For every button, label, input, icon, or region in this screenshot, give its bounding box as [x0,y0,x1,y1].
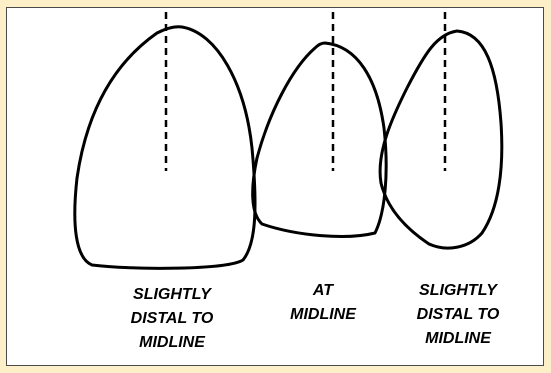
tooth-center-label-line: MIDLINE [290,306,356,323]
tooth-right-label-line: MIDLINE [425,330,491,347]
tooth-center-label: AT MIDLINE [263,279,383,327]
tooth-left-label-line: MIDLINE [139,334,205,351]
tooth-left-label-line: SLIGHTLY [133,286,211,303]
tooth-left-label: SLIGHTLY DISTAL TO MIDLINE [112,283,232,355]
tooth-right-label-line: SLIGHTLY [419,282,497,299]
tooth-left-outline [73,25,257,270]
teeth-diagram [73,12,504,270]
tooth-right-label: SLIGHTLY DISTAL TO MIDLINE [398,279,518,351]
tooth-left-label-line: DISTAL TO [130,310,214,327]
diagram-panel: SLIGHTLY DISTAL TO MIDLINE AT MIDLINE SL… [6,7,544,366]
tooth-right-outline [378,29,504,250]
tooth-center-label-line: AT [312,282,334,299]
tooth-center-outline [251,41,388,238]
tooth-right-label-line: DISTAL TO [416,306,500,323]
